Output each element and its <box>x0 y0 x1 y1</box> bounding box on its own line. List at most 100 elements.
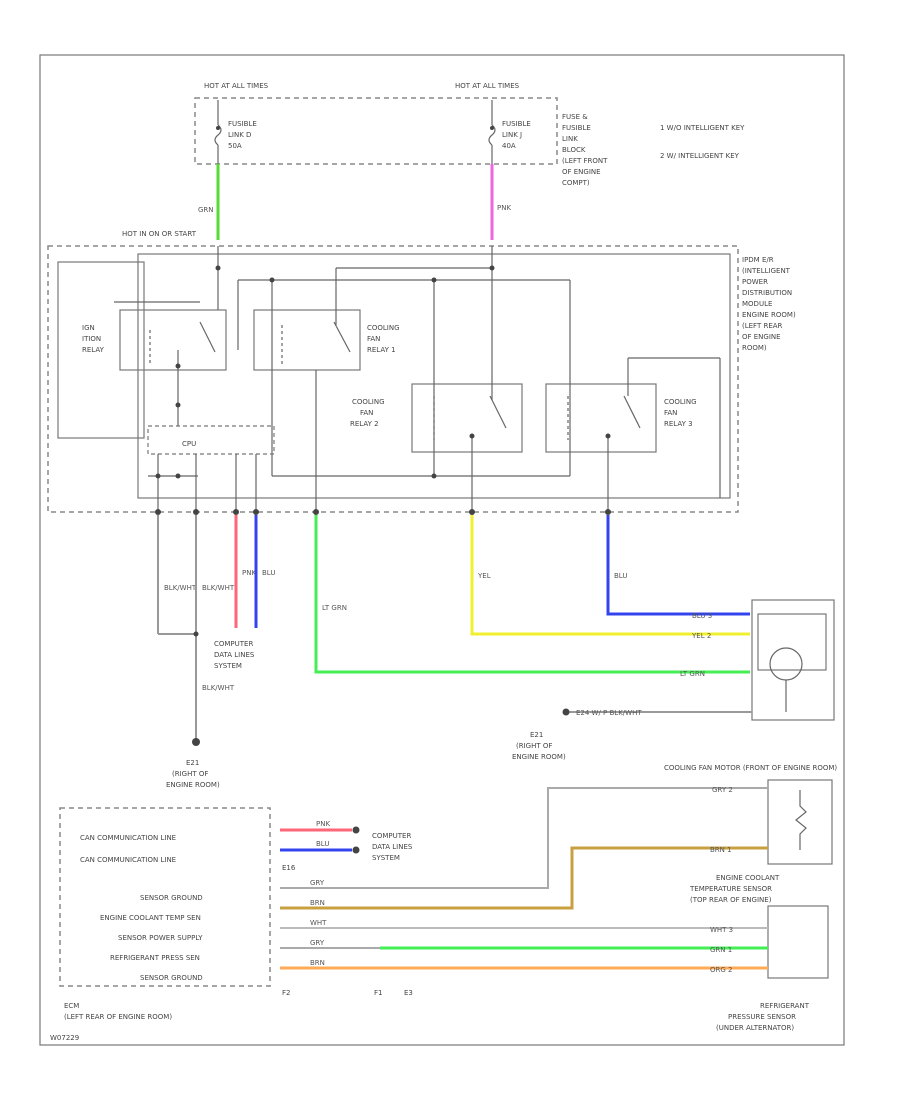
computer-data-lines-1: COMPUTER DATA LINES SYSTEM <box>214 640 255 670</box>
outer-frame <box>39 54 845 1046</box>
wire-blu-motor <box>606 515 750 616</box>
ecm-pin-labels: CAN COMMUNICATION LINE CAN COMMUNICATION… <box>80 834 203 982</box>
svg-text:2 W/ INTELLIGENT KEY: 2 W/ INTELLIGENT KEY <box>660 152 740 160</box>
svg-text:DATA LINES: DATA LINES <box>214 651 255 659</box>
svg-text:(TOP REAR OF ENGINE): (TOP REAR OF ENGINE) <box>690 896 772 904</box>
refrigerant-pressure-sensor <box>767 905 829 979</box>
ground-e21-b <box>562 708 570 716</box>
svg-text:FUSIBLE: FUSIBLE <box>228 120 257 128</box>
svg-text:ENGINE COOLANT: ENGINE COOLANT <box>716 874 780 882</box>
svg-text:LINK: LINK <box>562 135 578 143</box>
ground-e21-a <box>192 738 200 746</box>
legend: 1 W/O INTELLIGENT KEY 2 W/ INTELLIGENT K… <box>660 124 745 160</box>
ipdm-inner-box <box>137 253 731 499</box>
fuse-block-name: FUSE & FUSIBLE LINK BLOCK (LEFT FRONT OF… <box>562 113 608 187</box>
hot-at-all-times-a: HOT AT ALL TIMES <box>204 82 269 90</box>
connector-e16: E16 <box>282 864 296 872</box>
cooling-fan-motor <box>751 599 835 721</box>
svg-text:DISTRIBUTION: DISTRIBUTION <box>742 289 792 297</box>
svg-text:DATA LINES: DATA LINES <box>372 843 413 851</box>
hot-in-on-label: HOT IN ON OR START <box>122 230 197 238</box>
ignition-relay: IGN ITION RELAY <box>57 261 227 439</box>
ref-sensor-label: REFRIGERANT PRESSURE SENSOR (UNDER ALTER… <box>716 1002 810 1032</box>
ecm-outline <box>59 807 271 987</box>
svg-text:SYSTEM: SYSTEM <box>372 854 400 862</box>
ecm-wire-wht: WHT <box>310 919 327 927</box>
wire-label-pnk: PNK <box>242 569 256 577</box>
wire-label-ltgrn: LT GRN <box>322 604 347 612</box>
svg-text:SYSTEM: SYSTEM <box>214 662 242 670</box>
ecm-name: ECM (LEFT REAR OF ENGINE ROOM) <box>64 1002 172 1021</box>
motor-pin-ltgrn: LT GRN <box>680 670 705 678</box>
svg-text:FUSE &: FUSE & <box>562 113 588 121</box>
svg-text:(LEFT REAR: (LEFT REAR <box>742 322 783 330</box>
wire-label-blkwht-1: BLK/WHT <box>164 584 197 592</box>
svg-text:RELAY: RELAY <box>82 346 105 354</box>
motor-pin-blu: BLU 3 <box>692 612 712 620</box>
ipdm-internal-wiring <box>147 246 721 510</box>
can-pnk-arrow <box>352 826 360 834</box>
svg-text:FAN: FAN <box>367 335 380 343</box>
svg-text:COOLING: COOLING <box>367 324 400 332</box>
ect-pin-brn: BRN 1 <box>710 846 732 854</box>
svg-text:ECM: ECM <box>64 1002 79 1010</box>
fusible-link-d-label: FUSIBLE LINK D 50A <box>228 120 257 150</box>
wire-label-grn: GRN <box>198 206 214 214</box>
svg-text:(UNDER ALTERNATOR): (UNDER ALTERNATOR) <box>716 1024 794 1032</box>
svg-text:TEMPERATURE SENSOR: TEMPERATURE SENSOR <box>689 885 772 893</box>
cooling-fan-relay-1: COOLING FAN RELAY 1 <box>253 309 400 371</box>
can-blu-arrow <box>352 846 360 854</box>
svg-text:FUSIBLE: FUSIBLE <box>502 120 531 128</box>
svg-text:(RIGHT OF: (RIGHT OF <box>516 742 552 750</box>
svg-text:IPDM E/R: IPDM E/R <box>742 256 774 264</box>
ground-e21-a-label: E21 (RIGHT OF ENGINE ROOM) <box>166 759 220 789</box>
wire-brn-ect <box>280 846 768 910</box>
cooling-fan-relay-3: COOLING FAN RELAY 3 <box>545 383 697 453</box>
wire-label-blkwht-2: BLK/WHT <box>202 584 235 592</box>
svg-text:IGN: IGN <box>82 324 95 332</box>
svg-text:ENGINE ROOM): ENGINE ROOM) <box>512 753 566 761</box>
svg-text:REFRIGERANT: REFRIGERANT <box>760 1002 810 1010</box>
svg-text:RELAY 3: RELAY 3 <box>664 420 693 428</box>
svg-text:ENGINE COOLANT TEMP SEN: ENGINE COOLANT TEMP SEN <box>100 914 201 922</box>
svg-text:50A: 50A <box>228 142 242 150</box>
svg-text:E21: E21 <box>530 731 543 739</box>
ecm-wire-brn: BRN <box>310 899 325 907</box>
svg-text:(LEFT FRONT: (LEFT FRONT <box>562 157 608 165</box>
svg-text:SENSOR GROUND: SENSOR GROUND <box>140 894 203 902</box>
wire-label-can-blu: BLU <box>316 840 329 848</box>
ect-sensor-label: ENGINE COOLANT TEMPERATURE SENSOR (TOP R… <box>689 874 780 904</box>
svg-text:RELAY 1: RELAY 1 <box>367 346 396 354</box>
cooling-fan-motor-label: COOLING FAN MOTOR (FRONT OF ENGINE ROOM) <box>664 764 837 772</box>
motor-pin-yel: YEL 2 <box>691 632 711 640</box>
svg-text:40A: 40A <box>502 142 516 150</box>
ref-pin-org: ORG 2 <box>710 966 732 974</box>
svg-text:(RIGHT OF: (RIGHT OF <box>172 770 208 778</box>
svg-text:CAN COMMUNICATION LINE: CAN COMMUNICATION LINE <box>80 856 176 864</box>
svg-text:COMPUTER: COMPUTER <box>214 640 253 648</box>
svg-text:FAN: FAN <box>664 409 677 417</box>
hot-at-all-times-b: HOT AT ALL TIMES <box>455 82 520 90</box>
svg-text:LINK D: LINK D <box>228 131 251 139</box>
diagram-code: W07229 <box>50 1034 79 1042</box>
svg-text:OF ENGINE: OF ENGINE <box>562 168 601 176</box>
cooling-fan-relay-2: COOLING FAN RELAY 2 <box>350 383 523 453</box>
wire-label-blkwht-3: BLK/WHT <box>202 684 235 692</box>
connector-f2: F2 <box>282 989 290 997</box>
wire-label-blu2: BLU <box>614 572 627 580</box>
svg-text:COOLING: COOLING <box>664 398 697 406</box>
ipdm-outline <box>47 245 739 513</box>
connector-e3: E3 <box>404 989 413 997</box>
wire-label-yel: YEL <box>477 572 491 580</box>
svg-text:REFRIGERANT PRESS SEN: REFRIGERANT PRESS SEN <box>110 954 200 962</box>
svg-text:BLOCK: BLOCK <box>562 146 586 154</box>
svg-text:LINK J: LINK J <box>502 131 522 139</box>
wire-gry-ect <box>280 787 768 889</box>
fuse-block-outline <box>194 97 558 165</box>
wire-ltgrn-motor <box>314 515 750 674</box>
computer-data-lines-2: COMPUTER DATA LINES SYSTEM <box>372 832 413 862</box>
connector-f1: F1 <box>374 989 382 997</box>
ecm-wire-gry: GRY <box>310 879 325 887</box>
svg-text:OF ENGINE: OF ENGINE <box>742 333 781 341</box>
wire-label-can-pnk: PNK <box>316 820 330 828</box>
